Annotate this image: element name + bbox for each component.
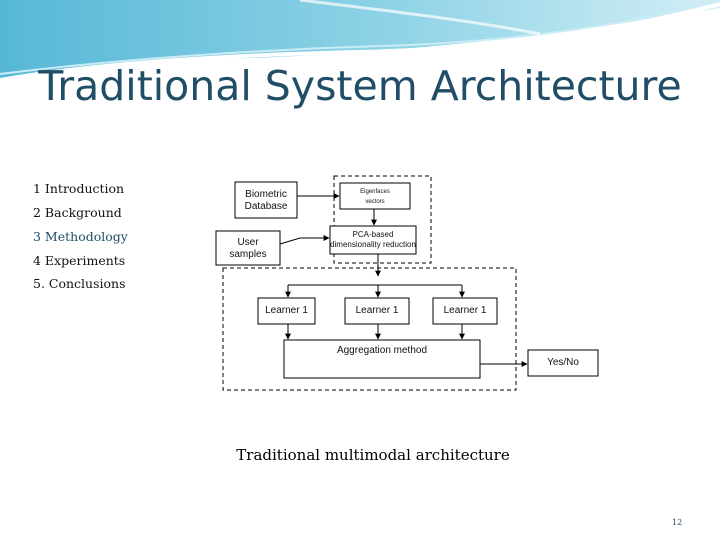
aggregation-label: Aggregation method bbox=[336, 345, 428, 356]
agenda-item-methodology[interactable]: 3 Methodology bbox=[33, 229, 128, 244]
agenda-item-conclusions[interactable]: 5. Conclusions bbox=[33, 276, 126, 291]
page-number: 12 bbox=[672, 518, 683, 527]
pca-reduction-label: PCA-based dimensionality reduction bbox=[330, 230, 416, 249]
biometric-database-label: Biometric Database bbox=[244, 189, 288, 212]
learner-box-3 bbox=[432, 297, 498, 325]
preprocessing-boundary bbox=[333, 175, 432, 264]
pca-reduction-box bbox=[329, 225, 417, 255]
arrow-samples-to-pca bbox=[279, 235, 330, 245]
learner-label-2: Learner 1 bbox=[355, 305, 399, 316]
slide-title: Traditional System Architecture bbox=[38, 62, 682, 110]
agenda-item-background[interactable]: 2 Background bbox=[33, 205, 122, 220]
yes-no-output-box bbox=[527, 349, 599, 377]
header-swoosh-decoration bbox=[0, 0, 720, 82]
agenda-item-experiments[interactable]: 4 Experiments bbox=[33, 253, 126, 268]
user-samples-label: User samples bbox=[229, 237, 267, 260]
user-samples-box bbox=[215, 230, 281, 266]
yes-no-output-label: Yes/No bbox=[547, 357, 579, 368]
eigenfaces-vectors-label: Eigenfaces vectors bbox=[360, 189, 390, 206]
diagram-caption: Traditional multimodal architecture bbox=[236, 446, 510, 464]
learner-label-3: Learner 1 bbox=[443, 305, 487, 316]
biometric-database-box bbox=[234, 181, 298, 219]
aggregation-box bbox=[283, 339, 481, 379]
learner-box-2 bbox=[344, 297, 410, 325]
learner-box-1 bbox=[257, 297, 316, 325]
outer-system-boundary bbox=[222, 267, 517, 391]
agenda-item-introduction[interactable]: 1 Introduction bbox=[33, 181, 125, 196]
eigenfaces-vectors-box bbox=[339, 182, 411, 210]
learner-label-1: Learner 1 bbox=[265, 305, 308, 316]
